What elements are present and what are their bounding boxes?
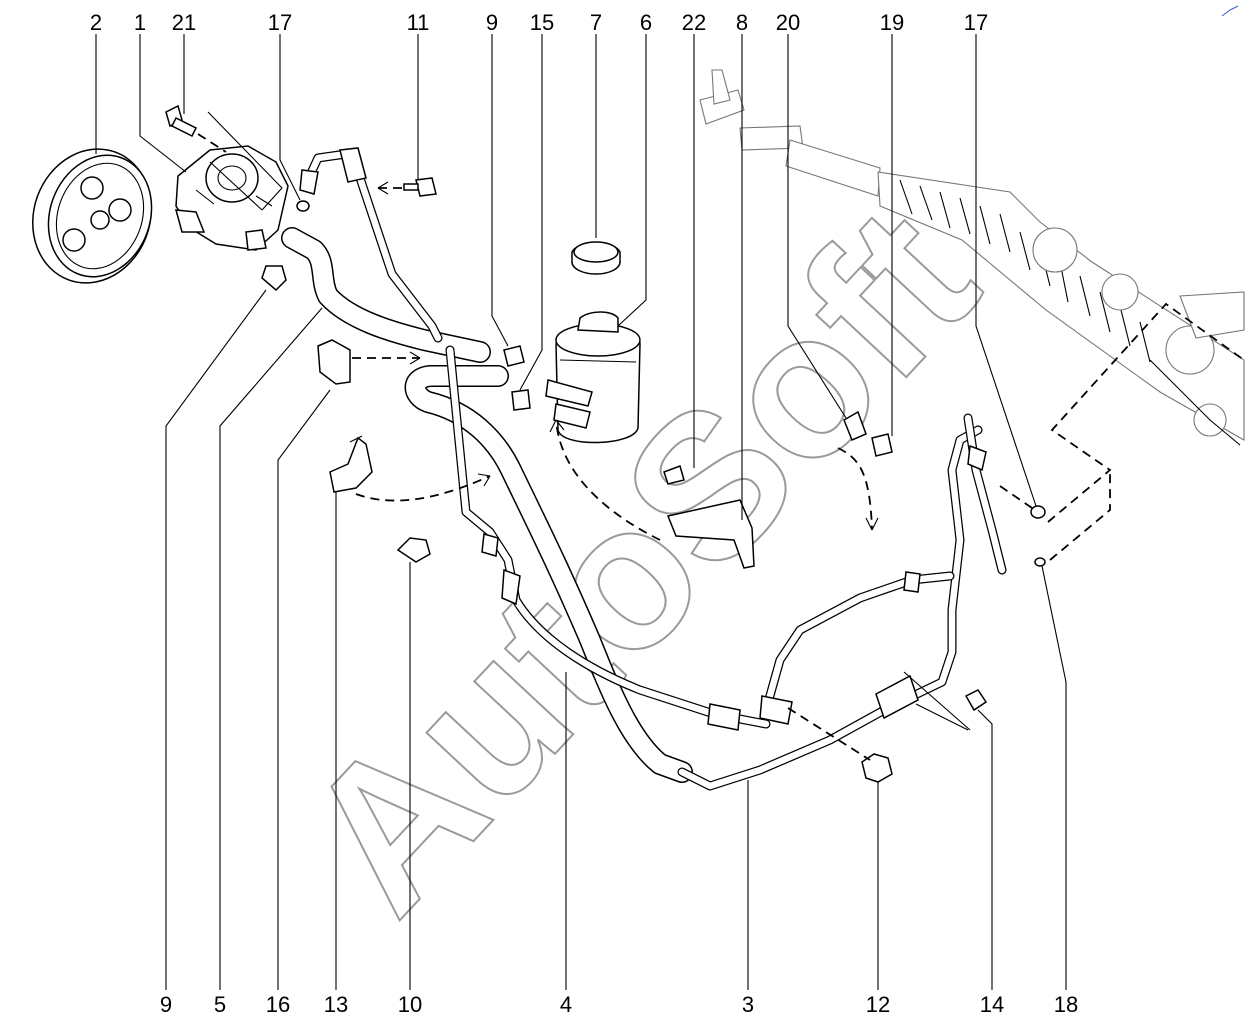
label-7: 7 (590, 10, 602, 35)
label-4: 4 (560, 992, 572, 1017)
label-5: 5 (214, 992, 226, 1017)
assembly-arrows (352, 302, 1245, 761)
o-ring-17-left (207, 111, 310, 212)
corner-mark (1221, 5, 1239, 17)
label-13: 13 (324, 992, 348, 1017)
clip-20 (843, 410, 893, 457)
bolt-21 (165, 104, 227, 153)
pressure-pipe (299, 147, 443, 343)
clip-13 (329, 435, 373, 493)
label-9: 9 (486, 10, 498, 35)
watermark: AutoSoft (260, 164, 1020, 955)
label-2: 2 (90, 10, 102, 35)
clip-16 (317, 339, 351, 385)
label-16: 16 (266, 992, 290, 1017)
label-15: 15 (530, 10, 554, 35)
label-21: 21 (172, 10, 196, 35)
clip-14 (964, 689, 988, 712)
label-22: 22 (682, 10, 706, 35)
label-17-right: 17 (964, 10, 988, 35)
hose-clip (261, 265, 287, 292)
label-9-bottom: 9 (160, 992, 172, 1017)
pulley (31, 148, 153, 284)
label-8: 8 (736, 10, 748, 35)
power-steering-pump (174, 145, 289, 251)
bolt-11 (377, 177, 437, 197)
hose-clamps (503, 345, 531, 411)
bottom-labels: 9 5 16 13 10 4 3 12 14 18 (160, 992, 1078, 1017)
label-19: 19 (880, 10, 904, 35)
top-labels: 2 1 21 17 11 9 15 7 6 22 8 20 19 17 (90, 10, 988, 35)
label-18: 18 (1054, 992, 1078, 1017)
o-rings-right (1030, 505, 1046, 567)
supply-hose (281, 227, 491, 363)
screw-10 (396, 537, 431, 563)
leader-lines (95, 34, 1067, 990)
label-12: 12 (866, 992, 890, 1017)
label-6: 6 (640, 10, 652, 35)
bolt-12 (861, 753, 893, 783)
label-17: 17 (268, 10, 292, 35)
pressure-line-3 (445, 345, 1007, 791)
svg-text:AutoSoft: AutoSoft (261, 165, 1019, 954)
label-1: 1 (134, 10, 146, 35)
label-10: 10 (398, 992, 422, 1017)
label-3: 3 (742, 992, 754, 1017)
return-hose (404, 365, 693, 783)
fluid-reservoir (545, 311, 641, 444)
label-20: 20 (776, 10, 800, 35)
label-11: 11 (407, 10, 430, 35)
label-14: 14 (980, 992, 1004, 1017)
steering-rack (699, 69, 1245, 446)
reservoir-cap (571, 241, 621, 275)
pipe-bracket (875, 671, 971, 731)
